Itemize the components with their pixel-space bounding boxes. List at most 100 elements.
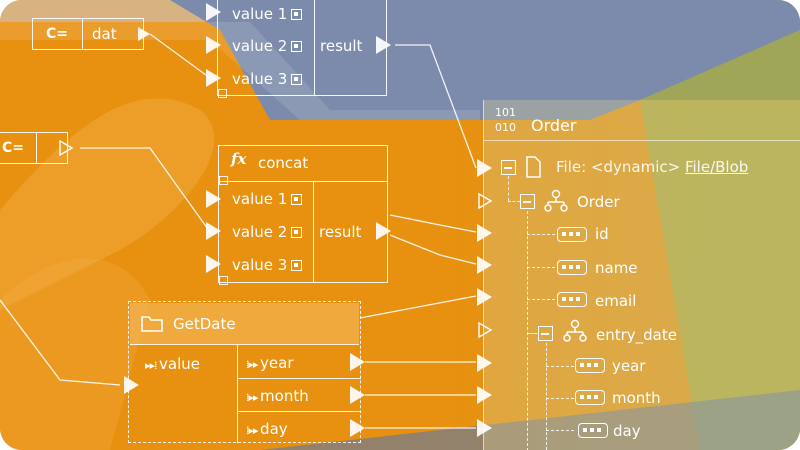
concat-top-value-1: value 1 (232, 4, 303, 24)
concat-input-3[interactable] (206, 255, 221, 273)
constant-value: dat (92, 25, 117, 43)
concat-value-2: value 2 (232, 222, 303, 242)
field-icon (557, 227, 587, 242)
concat-top-value-2: value 2 (232, 36, 303, 56)
constant-divider (82, 18, 83, 50)
tree-branch-id (527, 234, 555, 235)
entry-date-collapse-toggle[interactable] (538, 326, 553, 341)
field-icon (575, 358, 605, 373)
port-icon (291, 74, 303, 85)
concat-title: concat (258, 154, 309, 172)
getdate-day-port[interactable] (350, 419, 365, 437)
sequence-icon: ▸▸⁞ (145, 359, 160, 372)
file-collapse-toggle[interactable] (501, 160, 516, 175)
field-icon (578, 423, 608, 438)
constant-mid-label: C= (2, 140, 25, 156)
field-id: id (595, 225, 609, 243)
concat-input-1[interactable] (206, 190, 221, 208)
tree-line-order (527, 211, 528, 450)
tree-branch-name (527, 267, 555, 268)
getdate-row-sep-1 (237, 378, 361, 379)
day-input-port[interactable] (477, 419, 492, 437)
field-day: day (613, 422, 641, 440)
tree-line-entry-date (546, 343, 547, 450)
sequence-icon: ⁞▸▸ (246, 424, 261, 437)
getdate-year-port[interactable] (350, 353, 365, 371)
concat-node[interactable] (218, 145, 388, 283)
tree-branch-year (546, 366, 574, 367)
id-input-port[interactable] (477, 224, 492, 242)
name-input-port[interactable] (477, 256, 492, 274)
concat-handle-top[interactable] (219, 176, 228, 185)
concat-input-2[interactable] (206, 222, 221, 240)
tree-branch-root (508, 201, 520, 202)
field-name: name (595, 259, 638, 277)
entry-date-input-port[interactable] (477, 321, 493, 339)
tree-branch-email (527, 299, 555, 300)
getdate-input-port[interactable] (124, 376, 139, 394)
constant-mid-port-outline (59, 139, 74, 157)
tree-line-root (508, 176, 509, 201)
getdate-output-month: ⁞▸▸ month (246, 387, 309, 405)
concat-handle-bottom[interactable] (219, 276, 228, 285)
concat-top-output-port[interactable] (376, 36, 391, 54)
fx-icon: fx (231, 150, 247, 168)
binary-icon-bottom: 010 (495, 121, 516, 134)
concat-top-input-2[interactable] (206, 36, 221, 54)
getdate-title: GetDate (173, 315, 236, 333)
field-year: year (612, 357, 646, 375)
port-icon (291, 260, 303, 271)
port-icon (291, 227, 303, 238)
order-root-label: Order (577, 193, 620, 211)
file-type-link[interactable]: File/Blob (684, 158, 749, 176)
entry-date-label: entry_date (596, 326, 677, 344)
concat-header-separator (218, 181, 388, 182)
port-icon (291, 9, 303, 20)
field-month: month (612, 389, 661, 407)
concat-top-value-3: value 3 (232, 69, 303, 89)
concat-result: result (319, 223, 362, 241)
email-input-port[interactable] (477, 288, 492, 306)
binary-icon-top: 101 (495, 106, 516, 119)
concat-top-divider (314, 0, 315, 96)
file-label: File: <dynamic> File/Blob (556, 158, 749, 176)
concat-top-input-3[interactable] (206, 69, 221, 87)
year-input-port[interactable] (477, 354, 492, 372)
concat-top-handle[interactable] (218, 89, 227, 98)
field-icon (557, 260, 587, 275)
element-tree-icon (544, 189, 568, 212)
concat-value-1: value 1 (232, 189, 303, 209)
order-collapse-toggle[interactable] (520, 194, 535, 209)
getdate-input-value: ▸▸⁞ value (145, 355, 201, 373)
order-input-port[interactable] (477, 192, 493, 210)
file-input-port[interactable] (477, 159, 492, 177)
getdate-divider (237, 345, 238, 443)
tree-branch-day (546, 430, 574, 431)
folder-icon (141, 316, 163, 332)
concat-output-port[interactable] (376, 222, 391, 240)
getdate-row-sep-2 (237, 411, 361, 412)
concat-value-3: value 3 (232, 255, 303, 275)
getdate-output-year: ⁞▸▸ year (246, 354, 294, 372)
month-input-port[interactable] (477, 386, 492, 404)
constant-mid-node[interactable] (0, 132, 68, 164)
tree-branch-entry-date (527, 333, 537, 334)
sequence-icon: ⁞▸▸ (246, 391, 261, 404)
getdate-month-port[interactable] (350, 386, 365, 404)
constant-mid-divider (36, 132, 37, 164)
field-email: email (595, 292, 637, 310)
constant-output-port[interactable] (138, 27, 150, 41)
field-icon (557, 292, 587, 307)
port-icon (291, 194, 303, 205)
constant-label: C= (46, 26, 69, 42)
tree-branch-month (546, 398, 574, 399)
concat-divider (313, 181, 314, 283)
field-icon (575, 390, 605, 405)
file-icon (526, 156, 541, 178)
sequence-icon: ⁞▸▸ (246, 358, 261, 371)
getdate-node[interactable] (128, 301, 361, 443)
concat-top-input-1[interactable] (206, 3, 221, 21)
target-panel-separator (483, 140, 800, 141)
getdate-header (130, 303, 359, 345)
